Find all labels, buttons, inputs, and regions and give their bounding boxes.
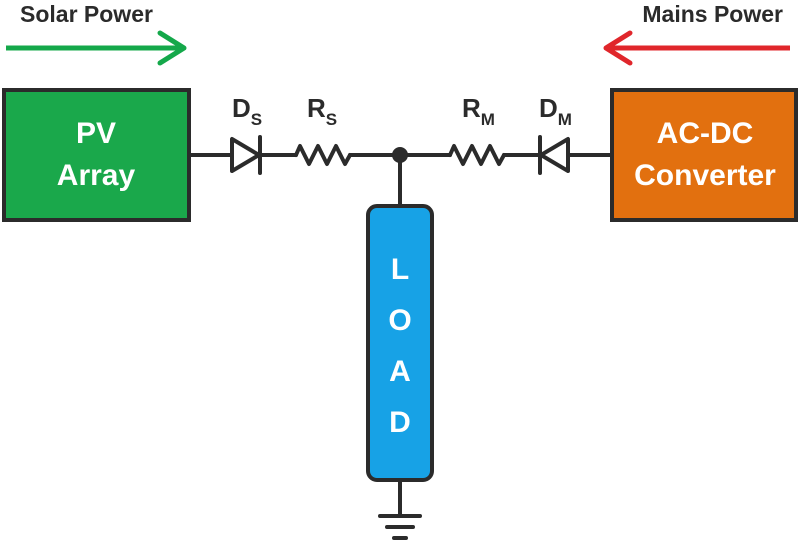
diode-ds-symbol [230,135,262,175]
mains-flow-arrow [603,30,790,66]
solar-power-label: Solar Power [20,1,153,27]
junction-node [392,147,408,163]
diode-dm-symbol [538,135,570,175]
converter-line1: AC-DC [657,117,754,150]
resistor-rm-symbol [448,144,506,166]
solar-flow-arrow [6,30,187,66]
load-letter-a: A [389,355,411,388]
converter-line2: Converter [634,159,776,192]
diode-dm-label: DM [539,93,572,129]
load-letter-o: O [388,304,411,337]
ac-dc-converter-block: AC-DC Converter [610,88,798,222]
pv-array-line1: PV [76,117,116,150]
pv-array-block: PV Array [2,88,191,222]
load-letter-l: L [391,253,409,286]
resistor-rs-symbol [294,144,352,166]
ground-icon [378,514,422,540]
diode-ds-label: DS [232,93,262,129]
load-block: L O A D [366,204,434,482]
pv-array-line2: Array [57,159,136,192]
resistor-rm-label: RM [462,93,495,129]
mains-power-label: Mains Power [642,1,783,27]
resistor-rs-label: RS [307,93,337,129]
load-letter-d: D [389,406,411,439]
